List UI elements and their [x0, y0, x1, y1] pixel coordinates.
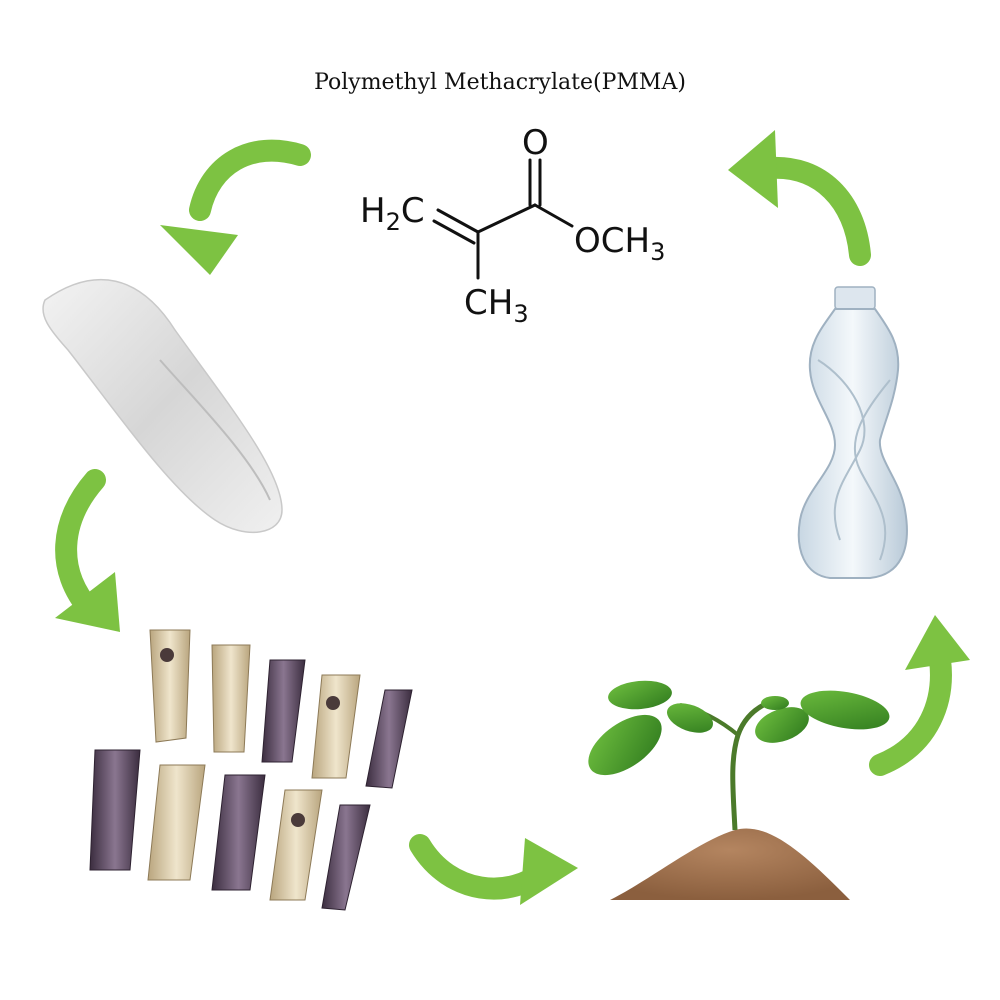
bond-to-ester-oxygen: [533, 203, 574, 228]
h2c-label: H2C: [360, 191, 425, 236]
double-bond-line-b: [432, 219, 476, 245]
och3-label: OCH3: [574, 221, 665, 266]
soil-mound: [610, 828, 850, 900]
arrowhead: [728, 130, 778, 208]
carbonyl-oxygen-label: O: [522, 123, 549, 163]
curved-arrow-icon: [869, 649, 952, 776]
arrowhead: [905, 615, 970, 670]
nail-row-bottom: [89, 749, 371, 911]
double-bond-line-a: [436, 208, 480, 234]
leaf: [667, 703, 713, 733]
curved-arrow-icon: [189, 139, 311, 221]
arrowhead: [520, 838, 578, 905]
diagram-title: Polymethyl Methacrylate(PMMA): [314, 70, 686, 95]
nail-row-top: [149, 629, 413, 789]
leaf: [588, 714, 662, 776]
ch3-label: CH3: [464, 283, 529, 328]
curved-arrow-icon: [55, 469, 106, 621]
leaf: [755, 707, 809, 743]
leaf: [800, 690, 890, 730]
leaf: [608, 680, 672, 710]
arrowhead: [55, 572, 120, 632]
curved-arrow-icon: [759, 156, 871, 266]
bond-to-carbonyl: [476, 203, 537, 234]
arrowhead: [160, 225, 238, 275]
